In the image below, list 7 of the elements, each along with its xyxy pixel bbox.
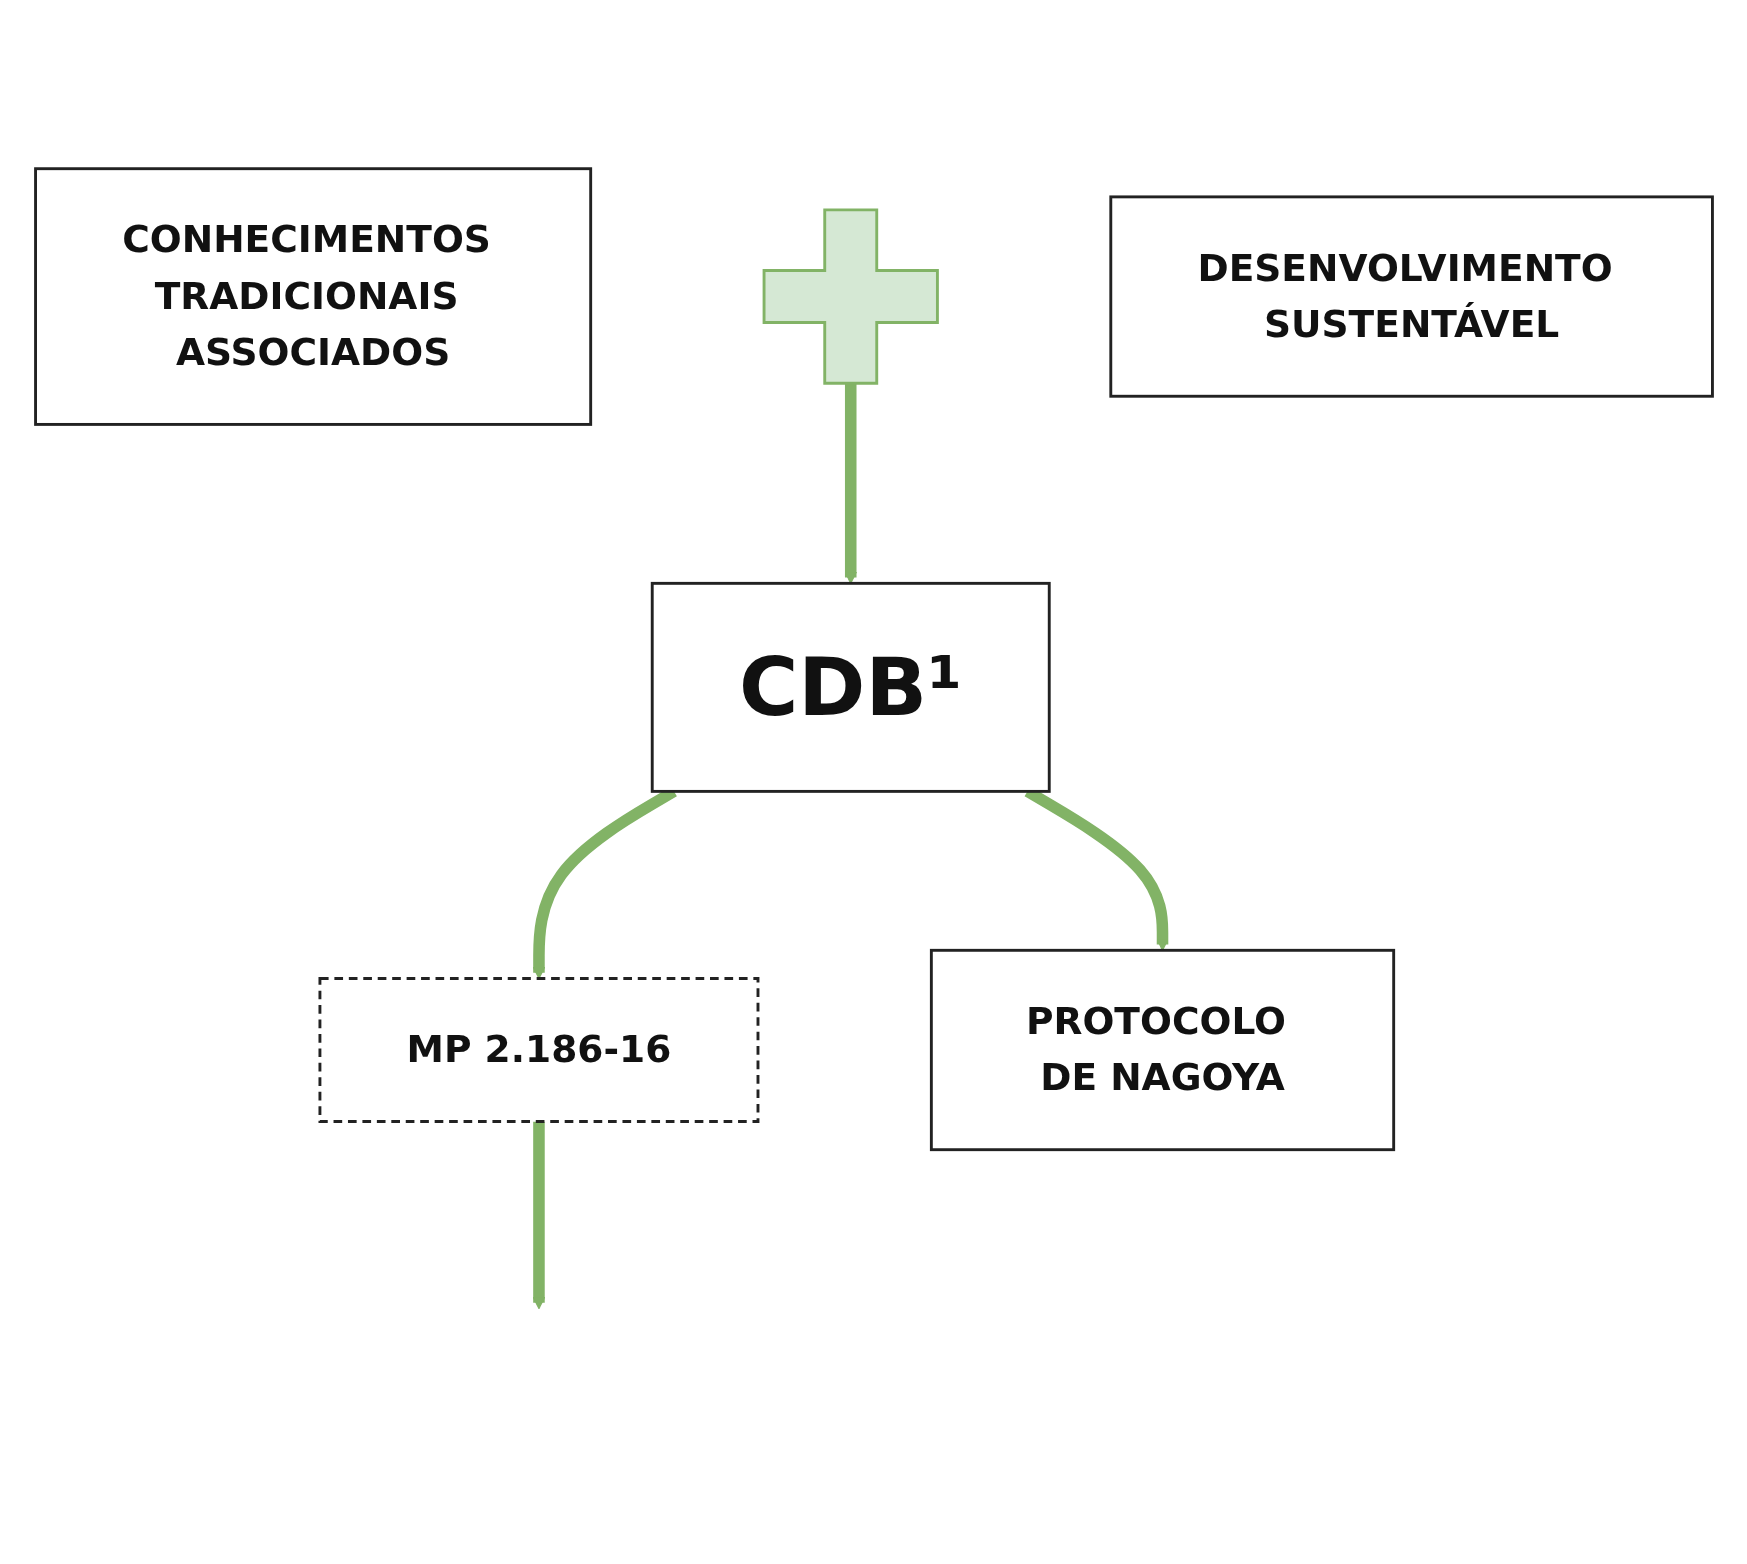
arrow	[532, 1121, 545, 1310]
node-box: PROTOCOLO DE NAGOYA	[929, 948, 1395, 1152]
node-box: CDB¹	[650, 581, 1051, 793]
node-box: CONHECIMENTOS TRADICIONAIS ASSOCIADOS	[33, 167, 592, 426]
node-box: DESENVOLVIMENTO SUSTENTÁVEL	[1108, 195, 1714, 398]
node-plus	[762, 208, 939, 385]
node-box: MP 2.186-16	[318, 977, 759, 1123]
